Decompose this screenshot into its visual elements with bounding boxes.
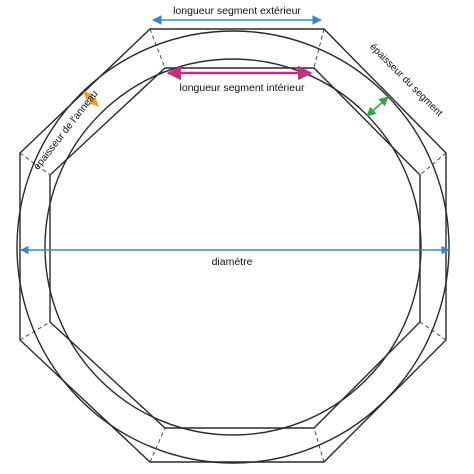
diameter-label: diamétre	[212, 256, 253, 268]
segment-thickness-label: épaisseur du segment	[367, 42, 445, 120]
joint-line	[19, 321, 51, 341]
inner-octagon	[49, 67, 421, 429]
joint-line	[19, 152, 51, 176]
joint-line	[149, 427, 166, 463]
joint-line	[419, 321, 447, 341]
ring-inner-circle	[44, 58, 422, 436]
joint-line	[149, 28, 166, 69]
outer-segment-label: longueur segment extérieur	[173, 5, 301, 17]
inner-segment-label: longueur segment intérieur	[180, 82, 305, 94]
segment-thickness-arrow	[366, 96, 389, 117]
ring-thickness-arrow	[83, 91, 99, 107]
